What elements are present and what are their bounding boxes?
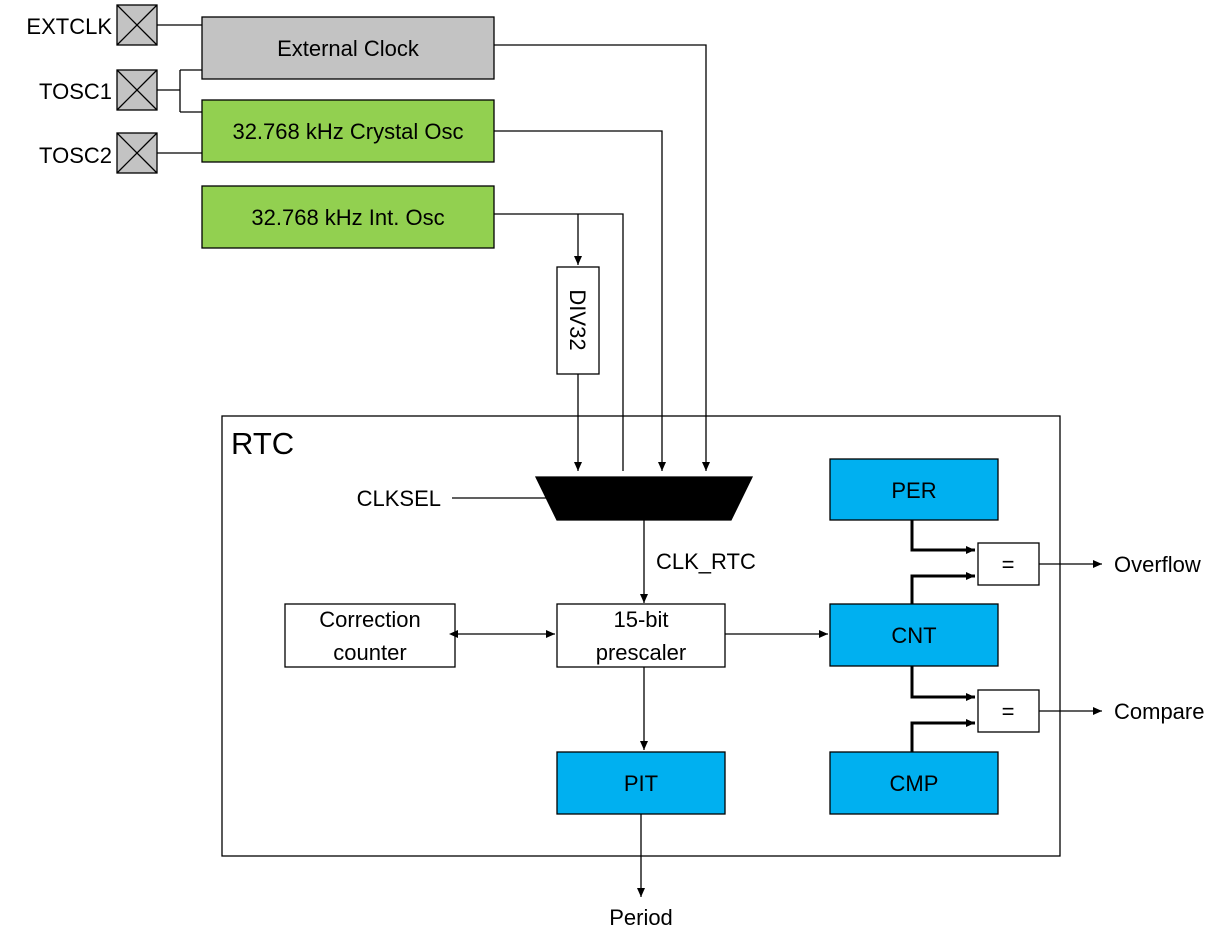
- pin-wires: [157, 24, 202, 154]
- internal-osc-block: 32.768 kHz Int. Osc: [201, 185, 495, 249]
- crystal-osc-label: 32.768 kHz Crystal Osc: [232, 119, 463, 144]
- div32-block: DIV32: [556, 266, 600, 375]
- pin-tosc1-label: TOSC1: [39, 79, 112, 104]
- per-label: PER: [891, 478, 936, 503]
- pin-tosc2-label: TOSC2: [39, 143, 112, 168]
- period-label: Period: [609, 905, 673, 930]
- overflow-comparator-symbol: =: [1002, 552, 1015, 577]
- prescaler-line1: 15-bit: [613, 607, 668, 632]
- pit-label: PIT: [624, 771, 658, 796]
- compare-comparator-symbol: =: [1002, 699, 1015, 724]
- div32-label: DIV32: [565, 289, 590, 350]
- correction-counter-line1: Correction: [319, 607, 420, 632]
- external-clock-label: External Clock: [277, 36, 420, 61]
- prescaler-block: 15-bit prescaler: [556, 603, 726, 668]
- pin-tosc1: TOSC1: [39, 69, 158, 111]
- prescaler-line2: prescaler: [596, 640, 686, 665]
- pin-extclk-label: EXTCLK: [26, 14, 112, 39]
- clock-mux: [534, 476, 754, 521]
- clksel-label: CLKSEL: [357, 486, 441, 511]
- pit-block: PIT: [556, 751, 726, 815]
- per-register: PER: [829, 458, 999, 521]
- clk-rtc-label: CLK_RTC: [656, 549, 756, 574]
- cnt-register: CNT: [829, 603, 999, 667]
- correction-counter-block: Correction counter: [284, 603, 456, 668]
- external-clock-block: External Clock: [201, 16, 495, 80]
- pin-tosc2: TOSC2: [39, 132, 158, 174]
- internal-osc-label: 32.768 kHz Int. Osc: [251, 205, 444, 230]
- correction-counter-line2: counter: [333, 640, 406, 665]
- register-buses: [910, 520, 975, 752]
- cnt-label: CNT: [891, 623, 936, 648]
- rtc-title: RTC: [231, 426, 294, 461]
- crystal-osc-block: 32.768 kHz Crystal Osc: [201, 99, 495, 163]
- overflow-comparator: =: [977, 542, 1040, 586]
- source-wires: [494, 44, 710, 471]
- compare-comparator: =: [977, 689, 1040, 733]
- compare-label: Compare: [1114, 699, 1204, 724]
- cmp-register: CMP: [829, 751, 999, 815]
- cmp-label: CMP: [890, 771, 939, 796]
- pin-extclk: EXTCLK: [26, 4, 158, 46]
- overflow-label: Overflow: [1114, 552, 1201, 577]
